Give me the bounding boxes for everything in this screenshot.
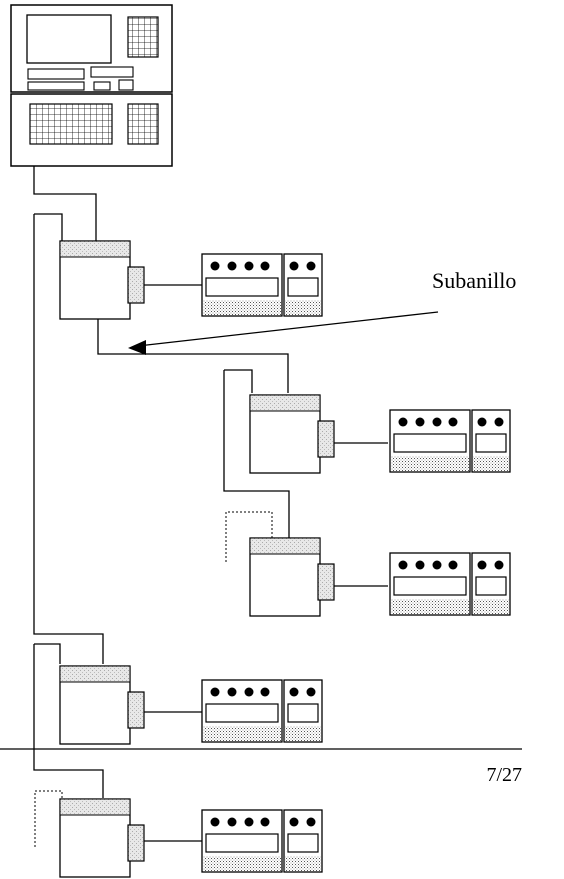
module-2 — [249, 394, 335, 474]
io-device-3 — [389, 552, 511, 616]
cnc-control-unit — [10, 4, 173, 167]
io-device-5 — [201, 809, 323, 873]
page-number: 7/27 — [486, 764, 522, 786]
module-1 — [59, 240, 145, 320]
arrow-head — [128, 340, 146, 355]
subring-label: Subanillo — [432, 268, 516, 293]
io-device-2 — [389, 409, 511, 473]
module-4 — [59, 665, 145, 745]
network-wiring — [33, 166, 439, 842]
io-device-1 — [201, 253, 323, 317]
io-device-4 — [201, 679, 323, 743]
open-end-stubs — [34, 511, 273, 847]
module-3 — [249, 537, 335, 617]
module-5 — [59, 798, 145, 878]
